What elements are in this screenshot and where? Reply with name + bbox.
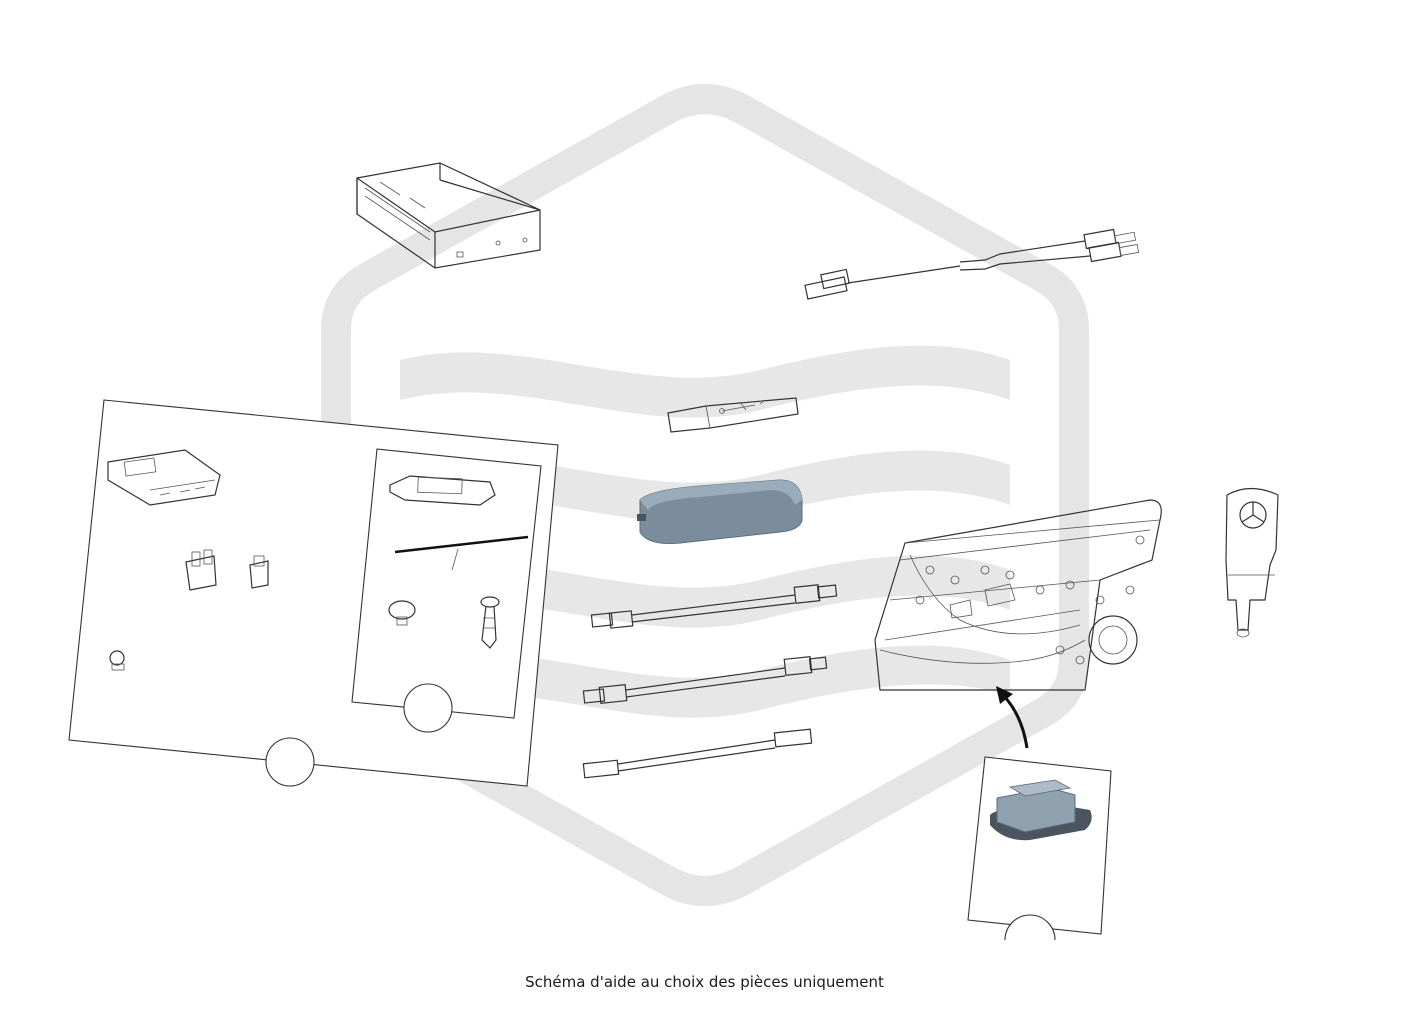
clip-icon: [388, 600, 416, 626]
connector-icon: [249, 555, 269, 589]
usb-stick-icon[interactable]: [667, 397, 799, 433]
y-cable-icon[interactable]: [804, 228, 1140, 300]
screw-icon: [109, 650, 125, 671]
module-kit-frame[interactable]: [351, 448, 542, 733]
push-rivet-icon: [480, 596, 500, 649]
charging-pad-icon[interactable]: [637, 479, 803, 544]
connector-icon: [185, 549, 217, 591]
media-drive-unit-icon[interactable]: [356, 162, 541, 269]
usb-cable-icon[interactable]: [590, 584, 838, 629]
arrow-icon: [996, 686, 1029, 749]
door-speaker-icon: [1088, 615, 1138, 665]
control-unit-icon: [107, 449, 221, 506]
usb-socket-icon: [990, 779, 1092, 841]
usb-cable-icon[interactable]: [582, 656, 828, 704]
car-charger-icon[interactable]: [1225, 487, 1279, 638]
usb-cable-icon[interactable]: [582, 728, 813, 779]
module-icon: [389, 475, 496, 506]
diagram-caption: Schéma d'aide au choix des pièces unique…: [525, 973, 884, 991]
strip-icon: [394, 535, 529, 554]
usb-socket-frame[interactable]: [967, 756, 1112, 941]
